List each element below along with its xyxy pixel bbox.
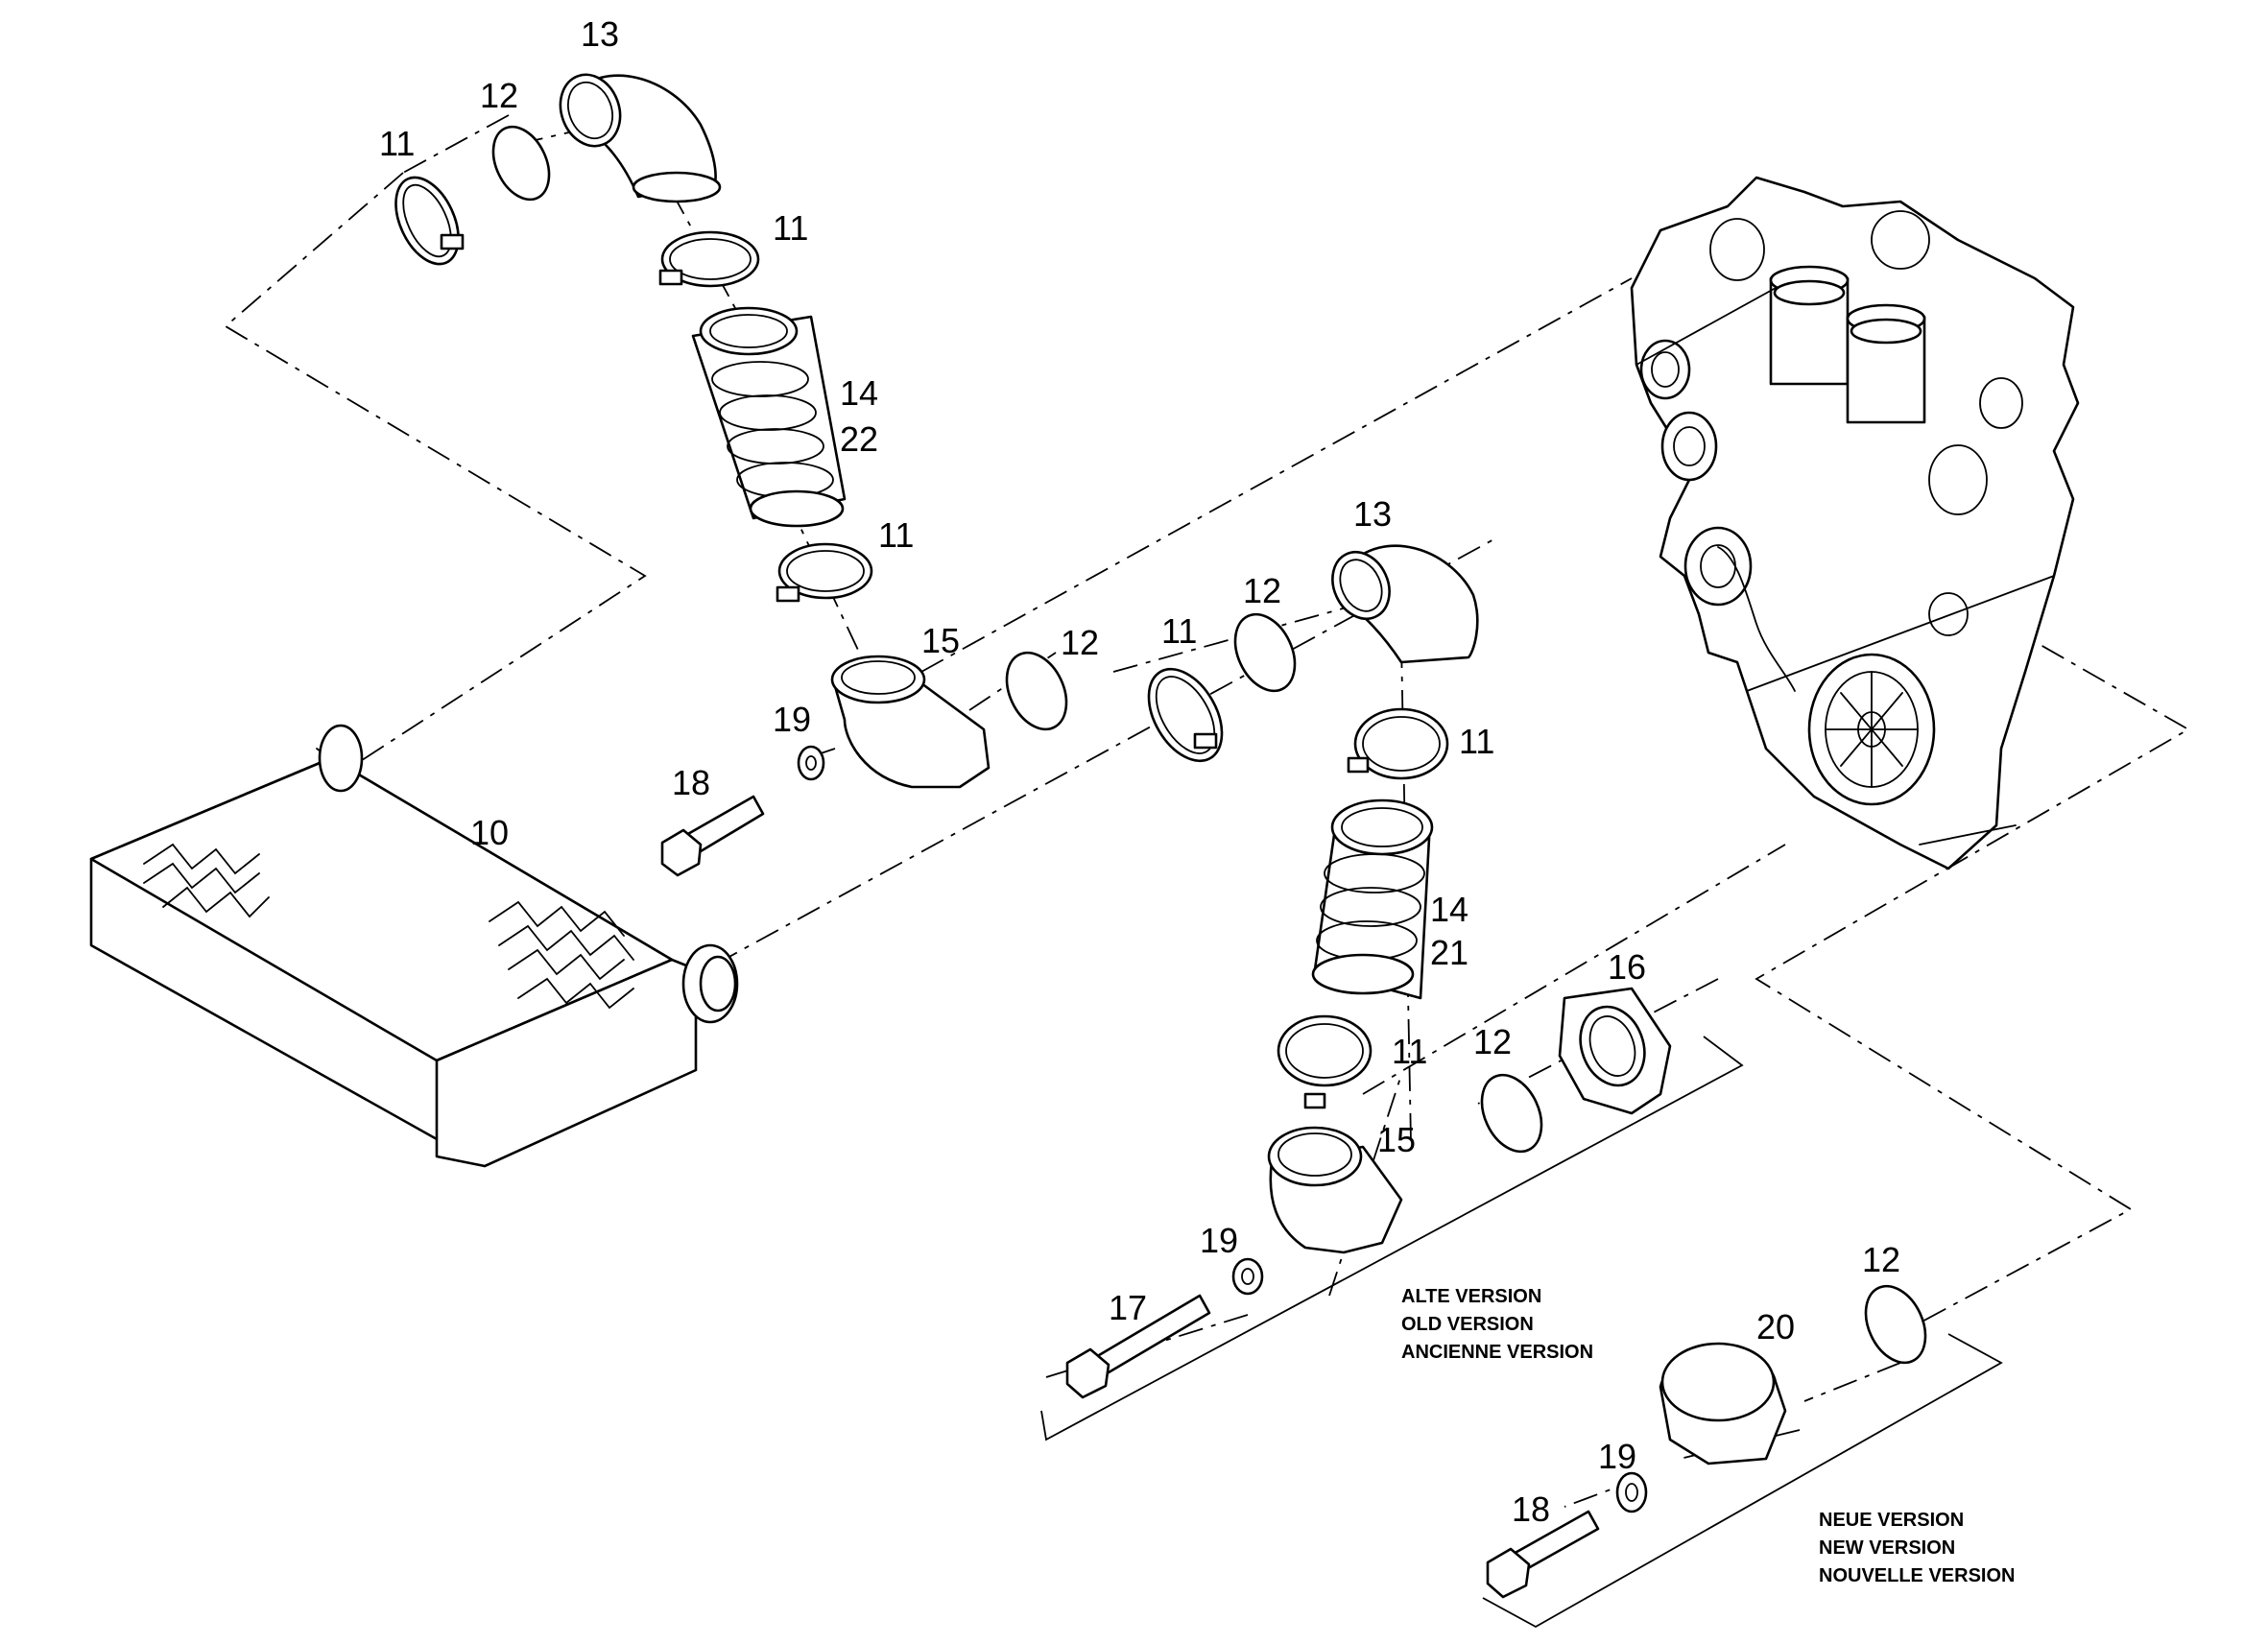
callout-11: 11 bbox=[773, 208, 808, 248]
hose-14a bbox=[691, 306, 847, 528]
callout-16: 16 bbox=[1608, 947, 1646, 987]
old-version-label-de: ALTE VERSION bbox=[1401, 1286, 1541, 1307]
callout-19: 19 bbox=[773, 700, 811, 739]
bolt-18a bbox=[660, 795, 765, 877]
seal-ring-12d bbox=[1480, 1073, 1543, 1154]
bolt-17 bbox=[1065, 1294, 1211, 1399]
callout-21: 21 bbox=[1430, 933, 1468, 972]
clamp-11c bbox=[776, 542, 873, 603]
callout-13: 13 bbox=[1353, 494, 1392, 534]
callout-11: 11 bbox=[1392, 1032, 1427, 1071]
new-version-label-fr: NOUVELLE VERSION bbox=[1819, 1565, 2015, 1586]
new-version-bracket bbox=[1482, 1333, 2003, 1629]
seal-ring-12c bbox=[1233, 612, 1297, 693]
seal-ring-12e bbox=[1864, 1284, 1927, 1365]
callout-labels: 11 12 13 11 14 22 11 15 12 11 12 13 19 1… bbox=[379, 14, 1900, 1529]
elbow-15a bbox=[830, 655, 991, 789]
callout-18: 18 bbox=[1512, 1489, 1550, 1529]
callout-14: 14 bbox=[1430, 890, 1468, 929]
old-version-bracket bbox=[1040, 1036, 1744, 1441]
clamp-11d bbox=[1147, 667, 1224, 763]
elbow-13b bbox=[1331, 544, 1479, 664]
flange-16 bbox=[1558, 987, 1672, 1115]
callout-11: 11 bbox=[379, 124, 415, 163]
new-version-label-de: NEUE VERSION bbox=[1819, 1510, 1964, 1531]
callout-22: 22 bbox=[840, 419, 878, 459]
callout-12: 12 bbox=[1862, 1240, 1900, 1279]
engine-block bbox=[1630, 176, 2080, 870]
old-version-label-fr: ANCIENNE VERSION bbox=[1401, 1342, 1593, 1363]
callout-15: 15 bbox=[921, 621, 960, 660]
clamp-11f bbox=[1277, 1014, 1373, 1109]
callout-19: 19 bbox=[1598, 1437, 1636, 1476]
clamp-11e bbox=[1347, 707, 1449, 780]
callout-13: 13 bbox=[581, 14, 619, 54]
washer-19a bbox=[797, 745, 825, 781]
callout-12: 12 bbox=[1061, 623, 1099, 662]
seal-ring-12a bbox=[491, 125, 551, 202]
clamp-11a bbox=[394, 176, 465, 266]
elbow-20 bbox=[1659, 1342, 1787, 1465]
charge-air-cooler bbox=[89, 724, 739, 1168]
callout-20: 20 bbox=[1756, 1307, 1795, 1346]
washer-19b bbox=[1231, 1257, 1264, 1296]
washer-19c bbox=[1615, 1471, 1648, 1513]
elbow-13a bbox=[559, 73, 722, 203]
elbow-15b bbox=[1267, 1126, 1403, 1254]
callout-11: 11 bbox=[878, 515, 914, 555]
callout-12: 12 bbox=[1473, 1022, 1512, 1061]
callout-18: 18 bbox=[672, 763, 710, 802]
callout-14: 14 bbox=[840, 373, 878, 413]
callout-12: 12 bbox=[1243, 571, 1281, 610]
hose-14b bbox=[1311, 798, 1434, 1000]
seal-ring-12b bbox=[1005, 651, 1068, 731]
new-version-label-en: NEW VERSION bbox=[1819, 1537, 1955, 1559]
callout-10: 10 bbox=[470, 813, 509, 852]
callout-12: 12 bbox=[480, 76, 518, 115]
callout-11: 11 bbox=[1161, 611, 1197, 651]
new-version-label: NEUE VERSION NEW VERSION NOUVELLE VERSIO… bbox=[1819, 1510, 2015, 1586]
old-version-label: ALTE VERSION OLD VERSION ANCIENNE VERSIO… bbox=[1401, 1286, 1593, 1363]
callout-17: 17 bbox=[1109, 1288, 1147, 1327]
old-version-label-en: OLD VERSION bbox=[1401, 1314, 1534, 1335]
callout-15: 15 bbox=[1377, 1120, 1416, 1159]
callout-19: 19 bbox=[1200, 1221, 1238, 1260]
bolt-18b bbox=[1486, 1510, 1600, 1599]
callout-11: 11 bbox=[1459, 722, 1494, 761]
clamp-11b bbox=[658, 230, 760, 288]
